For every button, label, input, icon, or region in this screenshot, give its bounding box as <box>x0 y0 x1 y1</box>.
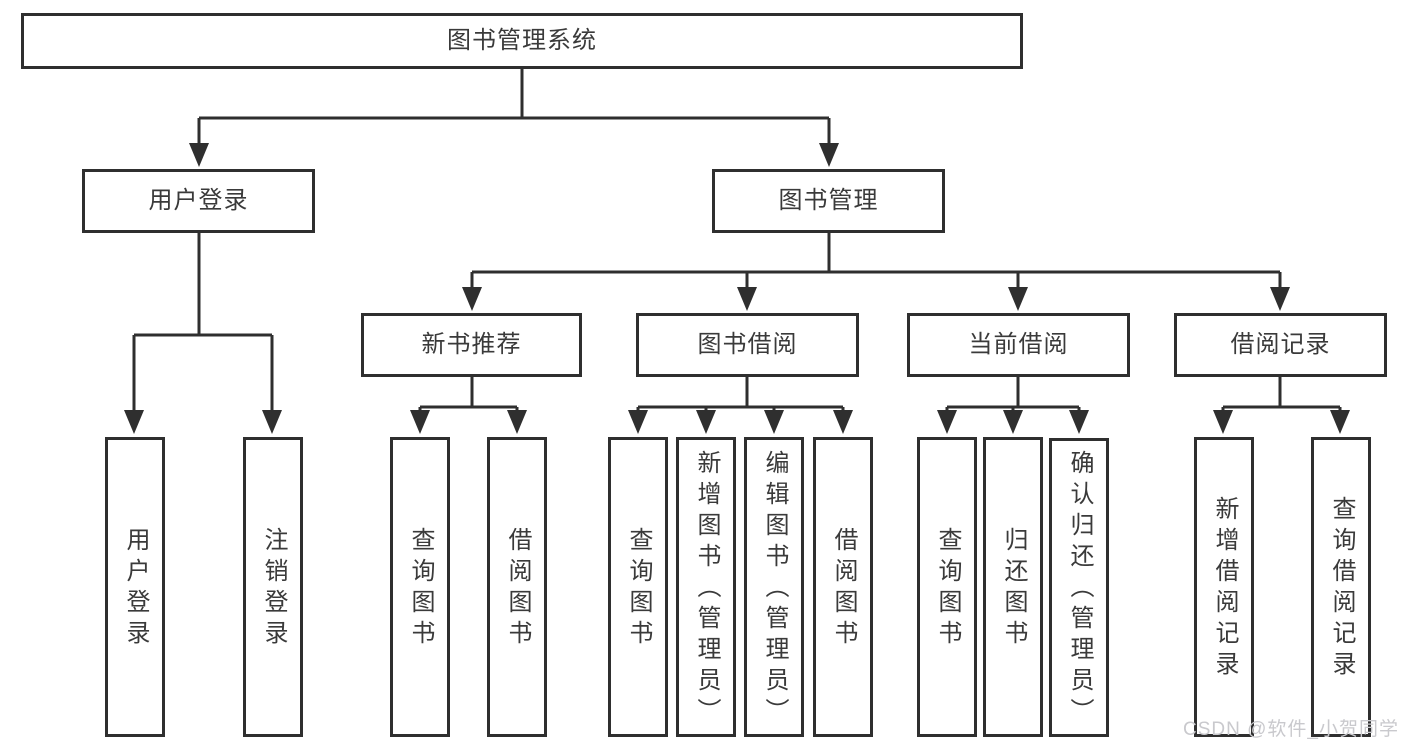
node-borrowing-records: 借阅记录 <box>1174 313 1387 377</box>
leaf-query-books: 查询图书 <box>390 437 450 737</box>
leaf-query-books: 查询图书 <box>608 437 668 737</box>
leaf-query-books: 查询图书 <box>917 437 977 737</box>
node-new-book-recommendation: 新书推荐 <box>361 313 582 377</box>
arrowhead <box>1213 410 1233 434</box>
node-user-login: 用户登录 <box>82 169 315 233</box>
leaf-borrow-books: 借阅图书 <box>487 437 547 737</box>
leaf-user-login: 用户登录 <box>105 437 165 737</box>
leaf-edit-books-admin: 编辑图书（管理员） <box>744 437 804 737</box>
arrowhead <box>1330 410 1350 434</box>
arrowhead <box>764 410 784 434</box>
leaf-add-borrow-record: 新增借阅记录 <box>1194 437 1254 737</box>
leaf-logout: 注销登录 <box>243 437 303 737</box>
arrowhead <box>462 287 482 311</box>
arrowhead <box>819 143 839 167</box>
arrowhead <box>833 410 853 434</box>
arrowhead <box>507 410 527 434</box>
connector-new-book-children <box>418 377 519 412</box>
node-current-borrowing: 当前借阅 <box>907 313 1130 377</box>
node-library-management-system: 图书管理系统 <box>21 13 1023 69</box>
arrowhead <box>262 410 282 434</box>
arrowhead <box>737 287 757 311</box>
csdn-watermark: CSDN @软件_小贺同学 <box>1183 719 1399 740</box>
arrowhead <box>696 410 716 434</box>
arrowhead <box>1003 410 1023 434</box>
leaf-borrow-books: 借阅图书 <box>813 437 873 737</box>
leaf-query-borrow-record: 查询借阅记录 <box>1311 437 1371 737</box>
arrowhead <box>1008 287 1028 311</box>
connector-book-management-children <box>470 233 1282 288</box>
node-book-borrowing: 图书借阅 <box>636 313 859 377</box>
arrowhead <box>1270 287 1290 311</box>
arrowhead <box>1069 410 1089 434</box>
connector-root-to-level2 <box>197 69 831 146</box>
connector-user-login-children <box>132 233 274 412</box>
arrowhead <box>937 410 957 434</box>
arrowhead <box>628 410 648 434</box>
connector-borrow-records-children <box>1221 377 1342 412</box>
connector-current-borrowing-children <box>945 377 1081 412</box>
arrowhead <box>189 143 209 167</box>
node-book-management: 图书管理 <box>712 169 945 233</box>
leaf-confirm-return-admin: 确认归还（管理员） <box>1049 438 1109 737</box>
connector-book-borrowing-children <box>636 377 845 412</box>
leaf-return-books: 归还图书 <box>983 437 1043 737</box>
arrowhead <box>124 410 144 434</box>
arrowhead <box>410 410 430 434</box>
leaf-add-books-admin: 新增图书（管理员） <box>676 437 736 737</box>
